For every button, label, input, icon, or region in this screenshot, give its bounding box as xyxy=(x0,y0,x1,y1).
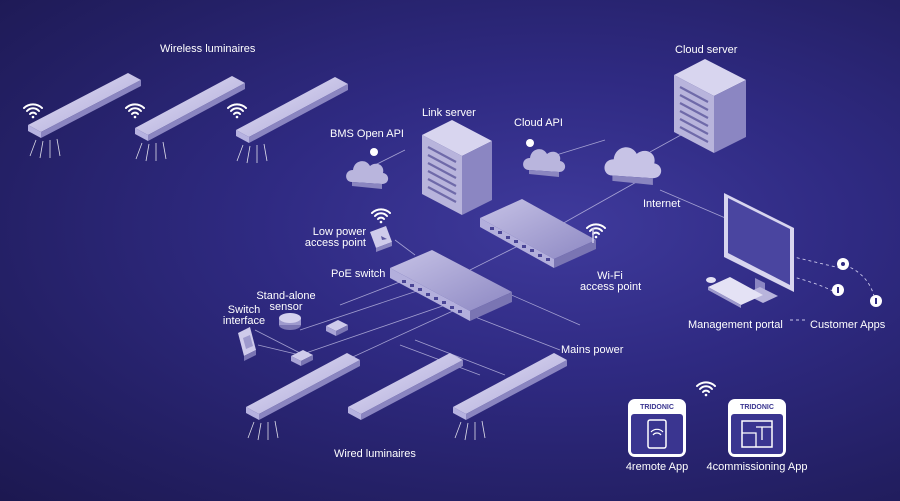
customer-app-links xyxy=(784,254,876,321)
app-tile-4commissioning xyxy=(728,399,786,457)
bms-open-api-label: BMS Open API xyxy=(330,128,404,140)
wifi-ap-label-line2: access point xyxy=(580,281,642,293)
interface-module-icon xyxy=(291,320,348,366)
customer-apps-label: Customer Apps xyxy=(810,319,886,331)
standalone-sensor-icon xyxy=(279,313,301,330)
wireless-luminaires-label: Wireless luminaires xyxy=(160,43,256,55)
low-power-access-point-icon xyxy=(370,226,392,252)
wireless-luminaire-1 xyxy=(28,73,141,159)
app-4remote-label: 4remote App xyxy=(625,461,689,473)
wifi-ap-label-line1: Wi-Fi xyxy=(597,270,623,282)
poe-switch-label: PoE switch xyxy=(331,268,386,280)
cloud-server-label: Cloud server xyxy=(675,44,738,56)
wireless-luminaire-2 xyxy=(135,76,245,162)
mouse-icon xyxy=(706,277,716,283)
poe-switch-device xyxy=(390,250,512,321)
switch-interface-icon xyxy=(238,327,256,361)
link-server-label: Link server xyxy=(422,107,476,119)
app-4commissioning-label: 4commissioning App xyxy=(706,461,808,473)
wired-luminaires-label: Wired luminaires xyxy=(334,448,416,460)
customer-app-icons xyxy=(832,258,882,307)
standalone-sensor-label-line1: Stand-alone xyxy=(256,290,316,302)
switch-interface-label-line2: interface xyxy=(222,315,266,327)
wifi-access-point-device xyxy=(480,199,596,268)
link-server-icon xyxy=(422,120,492,215)
app-brand-label: TRIDONIC xyxy=(640,404,674,411)
low-power-ap-label-line2: access point xyxy=(304,237,366,249)
wired-luminaire-2 xyxy=(348,353,463,420)
cloud-api-label: Cloud API xyxy=(514,117,563,129)
api-dot xyxy=(526,139,534,147)
cloud-icon xyxy=(346,147,662,189)
internet-label: Internet xyxy=(643,198,681,210)
keyboard-icon xyxy=(708,277,763,308)
cloud-server-icon xyxy=(674,59,746,153)
wired-luminaire-1 xyxy=(246,353,360,441)
management-portal-label: Management portal xyxy=(688,319,783,331)
standalone-sensor-label-line2: sensor xyxy=(269,301,303,313)
api-dot xyxy=(370,148,378,156)
app-tile-4remote xyxy=(628,399,686,457)
wired-luminaire-3 xyxy=(453,353,567,441)
mains-power-label: Mains power xyxy=(561,344,624,356)
wireless-luminaire-3 xyxy=(236,77,348,164)
wifi-icon xyxy=(23,103,716,397)
low-power-ap-label-line1: Low power xyxy=(312,226,366,238)
switch-interface-label-line1: Switch xyxy=(227,304,261,316)
app-brand-label: TRIDONIC xyxy=(740,404,774,411)
